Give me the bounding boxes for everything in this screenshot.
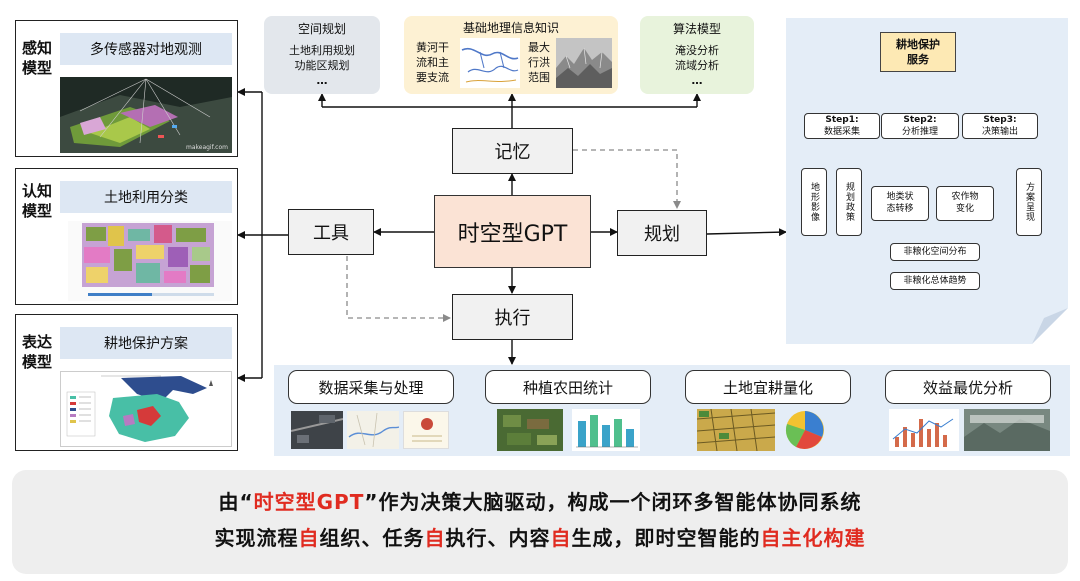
cognition-model-panel: 认知 模型 土地利用分类 (15, 168, 238, 305)
pipeline-step-1: 数据采集与处理 (288, 370, 454, 404)
expression-model-panel: 表达 模型 耕地保护方案 (15, 314, 238, 451)
terrain-relief-icon (556, 38, 612, 88)
execute-node: 执行 (452, 294, 573, 340)
banner-line-1: 由“时空型GPT”作为决策大脑驱动，构成一个闭环多智能体协同系统 (218, 490, 862, 514)
flood-range-text: 最大 行洪 范围 (528, 41, 550, 84)
memory-node: 记忆 (452, 128, 573, 174)
leaf-label: 规划政策 (844, 182, 854, 222)
farmland-aerial-thumbnail (497, 409, 563, 451)
step3-node: Step3: 决策输出 (962, 113, 1038, 139)
pipeline-step-4: 效益最优分析 (885, 370, 1051, 404)
leaf-label: 地形影像 (809, 182, 819, 222)
step-sub: 数据采集 (823, 127, 860, 137)
panel-title: 多传感器对地观测 (60, 33, 232, 65)
step-name: Step2: (903, 115, 937, 125)
box-item: … (691, 74, 703, 87)
land-use-classification-image (68, 221, 232, 301)
panel-label: 认知 模型 (21, 182, 52, 220)
box-title: 基础地理信息知识 (462, 21, 559, 35)
highlight-text: 自 (424, 526, 446, 550)
terrain-imagery-node: 地形影像 (801, 168, 827, 236)
box-item: 淹没分析 (675, 44, 719, 57)
plan-output-node: 方案呈现 (1016, 168, 1042, 236)
planning-node: 规划 (617, 210, 707, 256)
step-sub: 决策输出 (981, 127, 1018, 137)
field-grid-thumbnail (697, 409, 775, 451)
watermark-text: makeagif.com (185, 144, 228, 151)
tools-node: 工具 (288, 209, 374, 255)
landscape-thumbnail (964, 409, 1050, 451)
pipeline-step-3: 土地宜耕量化 (685, 370, 851, 404)
pipeline-step-2: 种植农田统计 (485, 370, 651, 404)
leaf-label: 方案呈现 (1024, 182, 1034, 222)
non-grain-trend-node: 非粮化总体趋势 (890, 272, 980, 290)
panel-label: 表达 模型 (21, 333, 52, 371)
box-item: … (316, 74, 328, 87)
service-title: 耕地保护 服务 (880, 32, 956, 72)
land-state-transfer-node: 地类状 态转移 (871, 186, 929, 221)
farmland-protection-map-image (60, 371, 232, 447)
panel-page-fold (1032, 308, 1068, 344)
summary-banner: 由“时空型GPT”作为决策大脑驱动，构成一个闭环多智能体协同系统 实现流程自组织… (12, 470, 1068, 574)
planning-policy-node: 规划政策 (836, 168, 862, 236)
analysis-chart-thumbnail (889, 409, 959, 451)
bar-chart-thumbnail (572, 409, 640, 451)
memory-to-knowledge-connector (318, 93, 701, 128)
aerial-sensor-image: makeagif.com (60, 77, 232, 153)
crop-change-node: 农作物 变化 (936, 186, 994, 221)
algorithm-model-box: 算法模型 淹没分析 流域分析 … (640, 16, 754, 94)
box-item: 流域分析 (675, 59, 719, 72)
highlight-text: 自 (550, 526, 572, 550)
box-title: 算法模型 (672, 22, 721, 36)
core-connectors (373, 173, 787, 365)
banner-line-2: 实现流程自组织、任务自执行、内容自生成，即时空智能的自主化构建 (214, 526, 866, 550)
box-item: 土地利用规划 (289, 44, 355, 57)
panel-title: 耕地保护方案 (60, 327, 232, 359)
highlight-text: 时空型GPT (253, 490, 365, 514)
box-title: 空间规划 (297, 22, 346, 36)
highlight-text: 自主化构建 (760, 526, 866, 550)
river-map-icon (460, 38, 520, 88)
step2-node: Step2: 分析推理 (881, 113, 959, 139)
pie-chart-thumbnail (782, 409, 828, 451)
perception-model-panel: 感知 模型 多传感器对地观测 makeagif.com (15, 20, 238, 157)
geo-knowledge-box: 基础地理信息知识 黄河干 流和主 要支流 最大 行洪 范围 (404, 16, 618, 94)
tools-to-models-connector (237, 88, 288, 382)
river-map-thumbnail (347, 411, 399, 449)
spatiotemporal-gpt-core: 时空型GPT (434, 195, 591, 268)
step-sub: 分析推理 (901, 127, 938, 137)
document-thumbnail (403, 411, 449, 449)
step1-node: Step1: 数据采集 (804, 113, 880, 139)
box-item: 功能区规划 (294, 59, 350, 72)
satellite-thumbnail (291, 411, 343, 449)
dashed-connectors (346, 149, 681, 322)
panel-title: 土地利用分类 (60, 181, 232, 213)
step-name: Step3: (983, 115, 1017, 125)
highlight-text: 自 (298, 526, 320, 550)
step-name: Step1: (825, 115, 859, 125)
panel-label: 感知 模型 (21, 39, 52, 77)
spatial-planning-box: 空间规划 土地利用规划 功能区规划 … (264, 16, 380, 94)
river-text: 黄河干 流和主 要支流 (416, 41, 449, 84)
execution-pipeline-panel: 数据采集与处理 种植农田统计 土地宜耕量化 效益最优分析 (274, 365, 1070, 456)
non-grain-distribution-node: 非粮化空间分布 (890, 243, 980, 261)
